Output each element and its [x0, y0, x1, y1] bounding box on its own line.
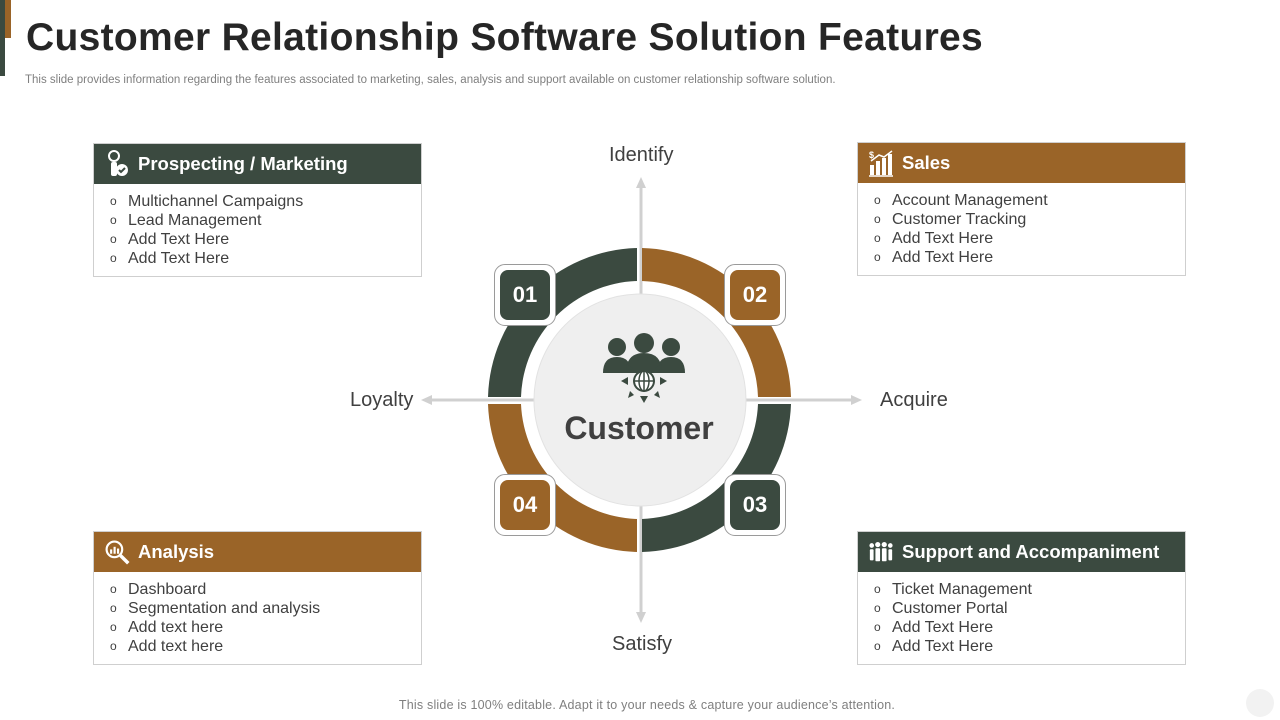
corner-circle	[1246, 689, 1274, 717]
direction-label-satisfy: Satisfy	[612, 633, 673, 655]
step-number: 03	[730, 480, 780, 530]
slide-subtitle: This slide provides information regardin…	[25, 74, 836, 86]
arrow-right-head	[851, 395, 862, 405]
step-badge-01: 01	[494, 264, 556, 326]
step-badge-03: 03	[724, 474, 786, 536]
box-title: Support and Accompaniment	[902, 541, 1160, 562]
center-circle	[533, 293, 747, 507]
team-icon	[868, 537, 894, 567]
direction-label-identify: Identify	[609, 144, 674, 166]
step-badge-04: 04	[494, 474, 556, 536]
magnifier-chart-icon	[104, 537, 130, 567]
center-label: Customer	[564, 410, 714, 446]
slide-title: Customer Relationship Software Solution …	[26, 16, 984, 59]
person-check-icon	[104, 149, 130, 179]
box-header: Prospecting / Marketing	[94, 144, 421, 184]
box-header: Support and Accompaniment	[858, 532, 1185, 572]
box-title: Analysis	[138, 541, 215, 562]
arrow-left-head	[421, 395, 432, 405]
box-header: $ Sales	[858, 143, 1185, 183]
arrow-up-head	[636, 177, 646, 188]
accent-bar-dark	[0, 0, 5, 76]
step-number: 01	[500, 270, 550, 320]
ring-segment-01	[488, 248, 637, 397]
slide-footer: This slide is 100% editable. Adapt it to…	[398, 698, 896, 712]
box-title: Prospecting / Marketing	[138, 153, 348, 174]
ring-segment-02	[642, 248, 791, 397]
arrow-down-head	[636, 612, 646, 623]
accent-bar-brown	[5, 0, 11, 38]
direction-label-acquire: Acquire	[880, 389, 948, 411]
ring-segment-03	[642, 404, 791, 552]
step-number: 04	[500, 480, 550, 530]
step-badge-02: 02	[724, 264, 786, 326]
direction-label-loyalty: Loyalty	[350, 389, 414, 411]
step-number: 02	[730, 270, 780, 320]
box-title: Sales	[902, 152, 951, 173]
sales-chart-icon: $	[868, 148, 894, 178]
svg-text:$: $	[869, 150, 874, 160]
ring-segment-04	[488, 404, 637, 552]
box-header: Analysis	[94, 532, 421, 572]
ring-segments	[488, 248, 791, 552]
customer-group-globe-icon	[603, 333, 685, 403]
